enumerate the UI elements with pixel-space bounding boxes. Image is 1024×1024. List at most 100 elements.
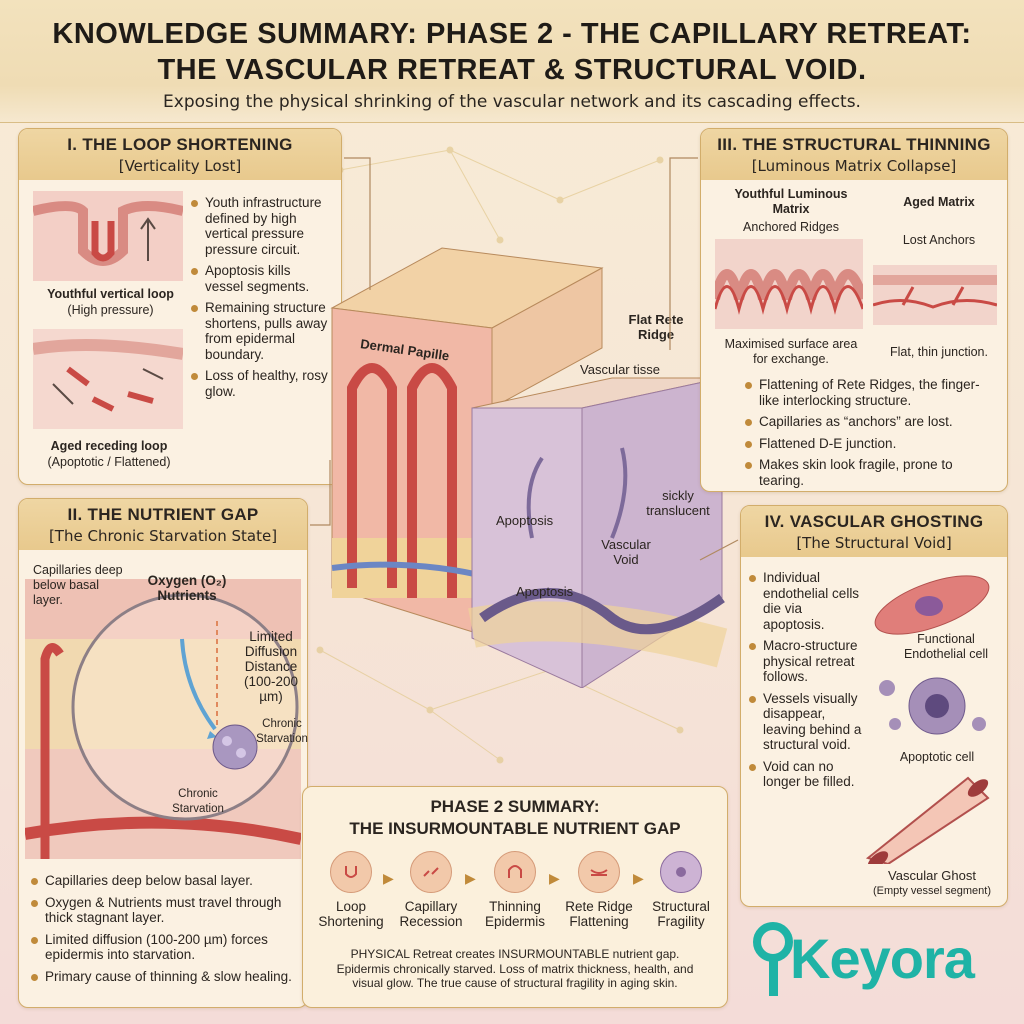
panel3-bullet: Flattened D-E junction.: [745, 436, 995, 452]
label-limited-diffusion: Limited Diffusion Distance (100-200 µm): [243, 629, 299, 704]
panel3-subtitle: [Luminous Matrix Collapse]: [751, 157, 957, 175]
summary-text-line2: Epidermis chronically starved. Loss of m…: [336, 961, 694, 976]
panel-structural-thinning: III. THE STRUCTURAL THINNING [Luminous M…: [700, 128, 1008, 492]
arrow-icon: ▶: [633, 871, 644, 887]
nutrient-gap-illustration: [25, 579, 301, 859]
page-title-line2: THE VASCULAR RETREAT & STRUCTURAL VOID.: [157, 54, 867, 86]
key-logo-icon: [753, 922, 793, 996]
panel4-bullet: Void can no longer be filled.: [749, 759, 867, 790]
ridge-icon: [578, 851, 620, 893]
panel2-header: II. THE NUTRIENT GAP [The Chronic Starva…: [19, 499, 307, 550]
summary-text-line1: PHYSICAL Retreat creates INSURMOUNTABLE …: [350, 947, 680, 961]
label-chronic-starvation-2: Chronic Starvation: [172, 788, 224, 815]
panel-summary: PHASE 2 SUMMARY: THE INSURMOUNTABLE NUTR…: [302, 786, 728, 1008]
summary-step-structural-fragility: Structural Fragility: [639, 851, 723, 929]
label-sickly-translucent: sickly translucent: [646, 488, 710, 518]
panel3-bullet: Flattening of Rete Ridges, the finger-li…: [745, 377, 995, 408]
panel3-bullet: Makes skin look fragile, prone to tearin…: [745, 457, 995, 488]
aged-matrix-illustration: [873, 265, 997, 325]
summary-step-label: Structural Fragility: [652, 899, 710, 929]
panel-vascular-ghosting: IV. VASCULAR GHOSTING [The Structural Vo…: [740, 505, 1008, 907]
page-title-line1: KNOWLEDGE SUMMARY: PHASE 2 - THE CAPILLA…: [52, 18, 972, 50]
panel1-bullet: Apoptosis kills vessel segments.: [191, 263, 331, 294]
label-vascular-ghost: Vascular Ghost: [888, 868, 976, 883]
summary-title-line2: THE INSURMOUNTABLE NUTRIENT GAP: [349, 819, 681, 838]
loop-icon: [330, 851, 372, 893]
summary-step-label: Thinning Epidermis: [484, 899, 546, 929]
panel4-header: IV. VASCULAR GHOSTING [The Structural Vo…: [741, 506, 1007, 557]
summary-step-capillary-recession: Capillary Recession: [389, 851, 473, 929]
summary-step-label: Capillary Recession: [399, 899, 463, 929]
page-subtitle: Exposing the physical shrinking of the v…: [163, 92, 861, 112]
panel2-title: II. THE NUTRIENT GAP: [67, 505, 259, 524]
panel3-header: III. THE STRUCTURAL THINNING [Luminous M…: [701, 129, 1007, 180]
panel4-bullet: Vessels visually disappear, leaving behi…: [749, 691, 867, 753]
summary-title-line1: PHASE 2 SUMMARY:: [430, 797, 600, 816]
summary-step-rete-ridge-flattening: Rete Ridge Flattening: [557, 851, 641, 929]
arrow-icon: ▶: [383, 871, 394, 887]
header-banner: [0, 0, 1024, 123]
label-oxygen-nutrients: Oxygen (O₂) Nutrients: [147, 573, 227, 603]
panel4-bullet: Individual endothelial cells die via apo…: [749, 570, 867, 632]
label-vascular-void: Vascular Void: [601, 537, 651, 567]
label-capillaries-deep: Capillaries deep below basal layer.: [33, 563, 123, 607]
label-apoptosis-1: Apoptosis: [496, 513, 554, 528]
summary-step-loop-shortening: Loop Shortening: [309, 851, 393, 929]
panel4-subtitle: [The Structural Void]: [796, 534, 952, 552]
panel2-bullet: Limited diffusion (100-200 µm) forces ep…: [31, 932, 301, 963]
label-aged-loop: Aged receding loop: [50, 439, 168, 453]
apoptotic-cell-icon: [879, 677, 986, 735]
summary-step-label: Rete Ridge Flattening: [565, 899, 633, 929]
label-functional-cell: Functional Endothelial cell: [903, 632, 989, 661]
panel1-header: I. THE LOOP SHORTENING [Verticality Lost…: [19, 129, 341, 180]
label-high-pressure: (High pressure): [67, 303, 154, 317]
panel1-bullet: Loss of healthy, rosy glow.: [191, 368, 331, 399]
label-anchored-ridges: Anchored Ridges: [743, 220, 839, 234]
panel3-title: III. THE STRUCTURAL THINNING: [717, 135, 991, 154]
label-maximised-surface: Maximised surface area for exchange.: [724, 337, 858, 366]
panel4-bullet: Macro-structure physical retreat follows…: [749, 638, 867, 685]
panel1-bullet: Youth infrastructure defined by high ver…: [191, 195, 331, 257]
panel4-bullets: Individual endothelial cells die via apo…: [749, 570, 867, 796]
functional-endothelial-cell-icon: [874, 575, 990, 635]
summary-step-thinning-epidermis: Thinning Epidermis: [473, 851, 557, 929]
summary-text-line3: visual glow. The true cause of structura…: [352, 976, 678, 990]
aged-loop-illustration: [33, 329, 183, 429]
panel2-bullet: Oxygen & Nutrients must travel through t…: [31, 895, 301, 926]
panel-nutrient-gap: II. THE NUTRIENT GAP [The Chronic Starva…: [18, 498, 308, 1008]
vascular-ghost-icon: [865, 776, 990, 864]
panel1-subtitle: [Verticality Lost]: [118, 157, 242, 175]
label-aged-matrix: Aged Matrix: [903, 195, 975, 209]
skin-cross-section: [330, 247, 728, 688]
label-lost-anchors: Lost Anchors: [902, 233, 976, 247]
panel2-bullets: Capillaries deep below basal layer. Oxyg…: [31, 873, 301, 990]
panel1-bullet: Remaining structure shortens, pulls away…: [191, 300, 331, 362]
label-apoptotic-flattened: (Apoptotic / Flattened): [47, 455, 171, 469]
label-empty-vessel-segment: (Empty vessel segment): [873, 885, 991, 897]
panel-loop-shortening: I. THE LOOP SHORTENING [Verticality Lost…: [18, 128, 342, 485]
label-flat-rete-ridge: Flat Rete Ridge: [628, 312, 684, 342]
brand-logo-text: Keyora: [790, 927, 975, 990]
label-apoptosis-2: Apoptosis: [516, 584, 574, 599]
panel2-bullet: Primary cause of thinning & slow healing…: [31, 969, 301, 985]
summary-step-label: Loop Shortening: [318, 899, 384, 929]
youthful-matrix-illustration: [715, 239, 863, 329]
label-youthful-matrix: Youthful Luminous Matrix: [734, 187, 848, 216]
panel4-title: IV. VASCULAR GHOSTING: [764, 512, 984, 531]
arrow-icon: ▶: [465, 871, 476, 887]
summary-text: PHYSICAL Retreat creates INSURMOUNTABLE …: [307, 947, 723, 991]
panel3-bullets: Flattening of Rete Ridges, the finger-li…: [745, 377, 995, 494]
recession-icon: [410, 851, 452, 893]
panel2-subtitle: [The Chronic Starvation State]: [48, 527, 278, 545]
panel1-title: I. THE LOOP SHORTENING: [67, 135, 293, 154]
label-apoptotic-cell: Apoptotic cell: [899, 750, 975, 764]
panel2-bullet: Capillaries deep below basal layer.: [31, 873, 301, 889]
fragility-icon: [660, 851, 702, 893]
epidermis-icon: [494, 851, 536, 893]
label-flat-thin-junction: Flat, thin junction.: [890, 345, 988, 359]
panel1-bullets: Youth infrastructure defined by high ver…: [191, 195, 331, 405]
label-vascular-tisse: Vascular tisse: [580, 362, 660, 377]
label-youthful-loop: Youthful vertical loop: [47, 287, 174, 301]
panel3-bullet: Capillaries as “anchors” are lost.: [745, 414, 995, 430]
arrow-icon: ▶: [549, 871, 560, 887]
